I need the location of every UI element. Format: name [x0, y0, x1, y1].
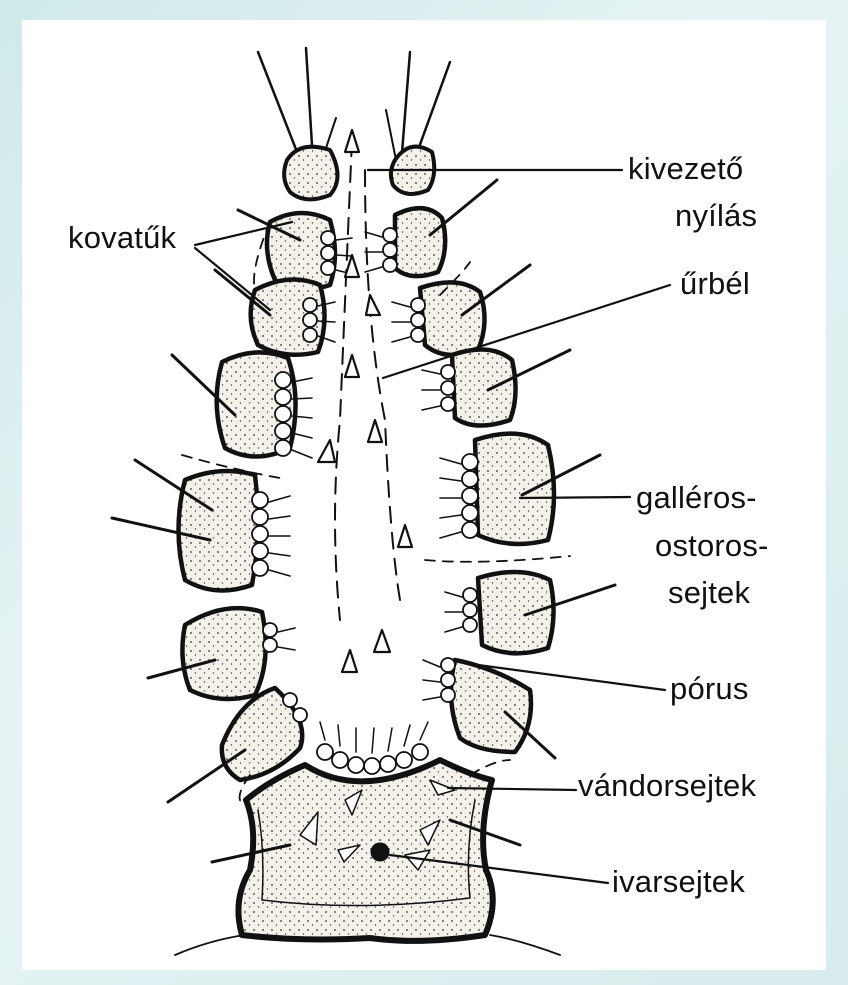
sex-cell: [371, 843, 389, 861]
leader-kovatuk-2: [195, 248, 270, 310]
label-sejtek: sejtek: [668, 577, 750, 608]
label-galleros: galléros-: [636, 482, 757, 513]
label-urbel: űrbél: [680, 268, 750, 299]
water-flow-lines: [335, 140, 400, 620]
leader-galleros: [520, 497, 630, 498]
label-vandorsejtek: vándorsejtek: [578, 770, 756, 801]
arch-flagella: [320, 722, 428, 753]
label-ivarsejtek: ivarsejtek: [612, 866, 745, 897]
label-porus: pórus: [670, 673, 749, 704]
label-ostoros: ostoros-: [655, 530, 769, 561]
top-cells: [284, 147, 434, 200]
label-kivezeto: kivezető: [628, 153, 743, 184]
label-nyilas: nyílás: [675, 200, 757, 231]
label-kovatuk: kovatűk: [68, 222, 176, 253]
